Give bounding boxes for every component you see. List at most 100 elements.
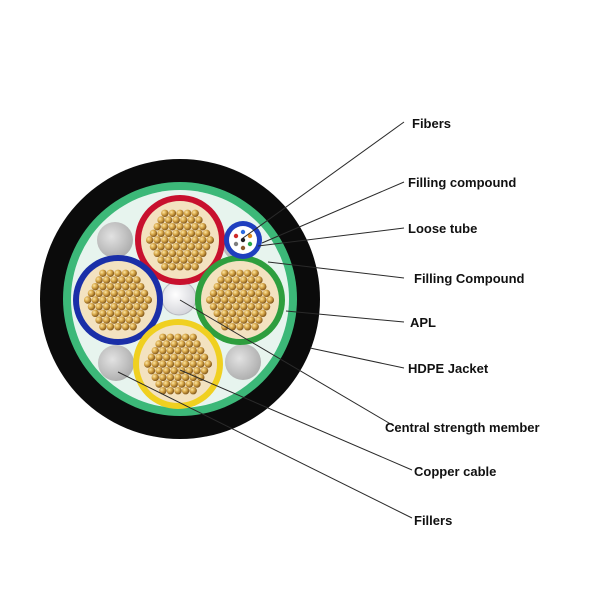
copper-wire	[106, 323, 115, 331]
label-fillers: Fillers	[414, 513, 452, 528]
copper-wire	[155, 380, 163, 388]
copper-wire	[125, 316, 134, 324]
copper-wire	[106, 309, 115, 318]
copper-wire	[221, 282, 229, 291]
leader-loose-tube	[257, 227, 405, 247]
copper-wire	[189, 333, 197, 341]
copper-wire	[144, 296, 153, 304]
copper-cable-red	[135, 195, 225, 285]
copper-wire	[176, 222, 184, 231]
copper-wire	[243, 296, 252, 304]
copper-wire	[99, 309, 107, 318]
copper-wire	[129, 323, 137, 331]
copper-wire	[178, 340, 186, 348]
copper-wire	[178, 380, 186, 388]
copper-wire	[91, 282, 99, 291]
label-filling-compound-top: Filling compound	[408, 175, 516, 190]
copper-wire	[183, 263, 192, 271]
copper-wire	[164, 216, 173, 224]
copper-wire	[149, 242, 158, 251]
copper-wire	[224, 276, 233, 284]
copper-wire	[170, 366, 178, 375]
copper-wire	[221, 309, 229, 318]
copper-wire	[217, 316, 225, 324]
copper-wire	[114, 282, 122, 291]
copper-wire	[228, 309, 237, 318]
copper-wire	[199, 222, 207, 231]
copper-wire	[162, 366, 171, 375]
copper-wire	[102, 276, 111, 284]
label-loose-tube: Loose tube	[408, 221, 477, 236]
fiber-1	[240, 229, 246, 235]
copper-wire	[185, 380, 194, 388]
copper-wire	[181, 333, 190, 341]
copper-wire	[247, 316, 256, 324]
copper-wire	[191, 209, 199, 217]
copper-wire	[166, 346, 175, 355]
copper-wire	[221, 296, 229, 304]
copper-wire	[114, 296, 122, 304]
copper-wire	[153, 222, 161, 231]
copper-wire	[125, 289, 134, 298]
copper-wire	[195, 216, 203, 224]
copper-wire	[129, 296, 137, 304]
copper-wire	[121, 309, 130, 318]
copper-wire	[106, 296, 115, 304]
copper-wire	[232, 289, 240, 298]
fiber-6	[233, 233, 239, 239]
copper-wire	[176, 249, 184, 258]
copper-wire	[217, 289, 225, 298]
yellow-tube-wires	[143, 333, 213, 395]
copper-wire	[199, 249, 207, 258]
copper-wire	[172, 242, 180, 251]
copper-wire	[228, 282, 237, 291]
copper-wire	[133, 276, 141, 284]
copper-wire	[187, 256, 196, 264]
copper-wire	[247, 276, 256, 284]
copper-wire	[118, 316, 126, 324]
copper-wire	[118, 276, 126, 284]
copper-cable-yellow	[133, 319, 223, 409]
fiber-7	[240, 237, 246, 243]
leader-fibers	[242, 121, 405, 239]
copper-wire	[110, 276, 118, 284]
copper-wire	[110, 289, 118, 298]
copper-wire	[181, 360, 190, 368]
copper-wire	[180, 256, 188, 264]
copper-wire	[240, 276, 248, 284]
copper-wire	[87, 302, 96, 311]
copper-wire	[161, 222, 169, 231]
copper-wire	[157, 216, 165, 224]
copper-wire	[262, 289, 271, 298]
copper-wire	[159, 360, 167, 368]
copper-wire	[164, 256, 173, 264]
copper-wire	[151, 346, 159, 355]
green-tube-wires	[205, 269, 275, 331]
copper-wire	[118, 289, 126, 298]
filler-top-left	[97, 222, 133, 258]
copper-wire	[240, 289, 248, 298]
copper-wire	[110, 302, 118, 311]
copper-wire	[168, 236, 177, 244]
copper-wire	[243, 309, 252, 318]
copper-wire	[209, 302, 218, 311]
copper-wire	[133, 316, 141, 324]
loose-tube	[224, 221, 262, 259]
fiber-4	[240, 245, 246, 251]
copper-wire	[262, 302, 271, 311]
label-fibers: Fibers	[412, 116, 451, 131]
copper-wire	[133, 302, 141, 311]
copper-wire	[95, 316, 103, 324]
copper-wire	[228, 296, 237, 304]
copper-wire	[147, 353, 156, 362]
copper-wire	[168, 222, 177, 231]
copper-wire	[162, 380, 171, 388]
copper-wire	[213, 296, 221, 304]
copper-wire	[166, 387, 175, 395]
copper-wire	[159, 346, 167, 355]
copper-wire	[199, 236, 207, 244]
copper-wire	[183, 249, 192, 258]
copper-wire	[236, 296, 244, 304]
copper-wire	[168, 249, 177, 258]
